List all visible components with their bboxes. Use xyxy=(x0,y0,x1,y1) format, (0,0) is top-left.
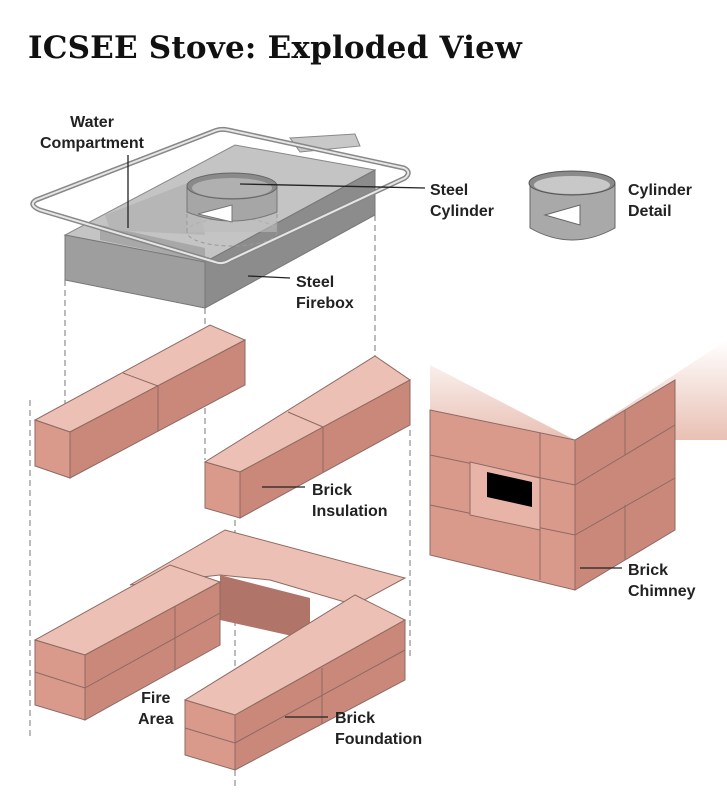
label-line: Insulation xyxy=(312,503,388,520)
label-line: Cylinder xyxy=(430,203,495,220)
brick-foundation xyxy=(33,529,407,771)
label-brick-foundation: Brick Foundation xyxy=(335,708,422,750)
label-line: Firebox xyxy=(296,295,354,312)
page-title: ICSEE Stove: Exploded View xyxy=(28,30,522,66)
label-brick-insulation: Brick Insulation xyxy=(312,480,388,522)
label-steel-firebox: Steel Firebox xyxy=(296,272,354,314)
label-steel-cylinder: Steel Cylinder xyxy=(430,180,494,222)
label-line: Steel xyxy=(296,274,335,291)
label-line: Steel xyxy=(430,182,469,199)
label-line: Foundation xyxy=(335,731,423,748)
label-brick-chimney: Brick Chimney xyxy=(628,560,696,602)
label-line: Compartment xyxy=(39,135,144,152)
label-water-compartment: Water Compartment xyxy=(30,112,154,154)
brick-chimney xyxy=(429,340,727,591)
leader-lines xyxy=(127,155,622,718)
label-line: Fire xyxy=(141,690,171,707)
label-line: Cylinder xyxy=(628,182,693,199)
cylinder-detail-illustration xyxy=(528,170,616,241)
label-line: Brick xyxy=(628,562,669,579)
label-line: Area xyxy=(138,711,174,728)
label-cylinder-detail: Cylinder Detail xyxy=(628,180,692,222)
brick-insulation xyxy=(33,324,411,519)
label-line: Detail xyxy=(628,203,672,220)
label-line: Chimney xyxy=(628,583,696,600)
label-line: Water xyxy=(70,114,114,131)
label-line: Brick xyxy=(312,482,353,499)
label-fire-area: Fire Area xyxy=(138,688,174,730)
steel-firebox xyxy=(30,126,411,309)
label-line: Brick xyxy=(335,710,376,727)
